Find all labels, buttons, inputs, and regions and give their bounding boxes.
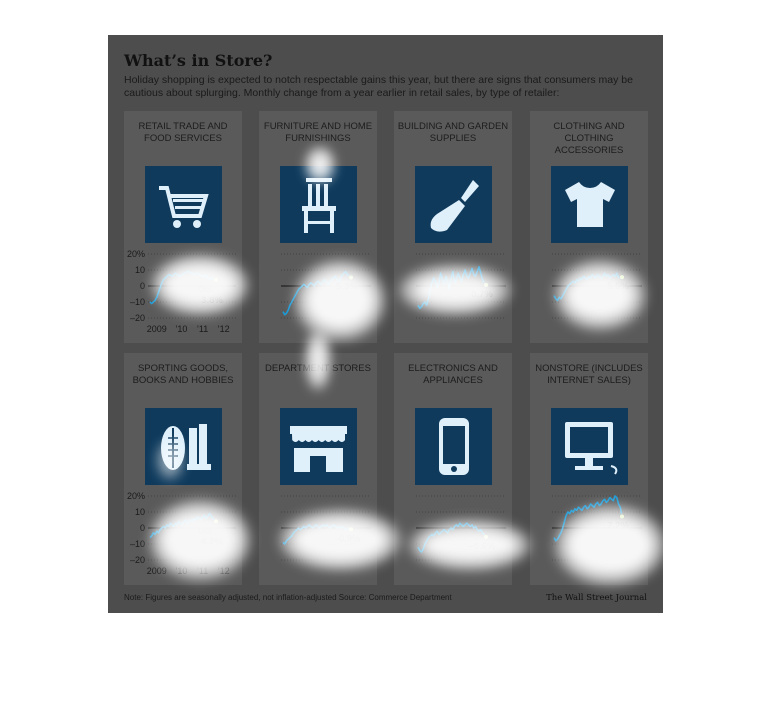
mini-line-chart: 0.7% bbox=[394, 246, 512, 336]
endpoint-marker bbox=[213, 277, 219, 283]
computer-monitor-icon bbox=[551, 408, 628, 485]
x-tick-label: ’10 bbox=[175, 566, 187, 576]
chart-panel: BUILDING AND GARDEN SUPPLIES 0.7% bbox=[394, 111, 512, 343]
y-tick-label: –20 bbox=[130, 313, 145, 323]
mini-line-chart: –0.9% bbox=[259, 488, 377, 578]
chart-panel: SPORTING GOODS, BOOKS AND HOBBIES 20% 10 0 –… bbox=[124, 353, 242, 585]
mini-line-chart: 5.5% bbox=[530, 246, 648, 336]
figure-subtitle: Holiday shopping is expected to notch re… bbox=[124, 74, 633, 99]
endpoint-value-label: 5.3% bbox=[336, 282, 358, 293]
x-tick-label: ’11 bbox=[197, 324, 208, 334]
chart-panel: NONSTORE (INCLUDES INTERNET SALES) 7.2% bbox=[530, 353, 648, 585]
chart-panel: RETAIL TRADE AND FOOD SERVICES 20% 10 0 –10 –… bbox=[124, 111, 242, 343]
x-tick-label: ’10 bbox=[175, 324, 187, 334]
endpoint-month-label: Oct. bbox=[198, 525, 214, 535]
mini-line-chart: 7.2% bbox=[530, 488, 648, 578]
figure-title: What’s in Store? bbox=[124, 51, 273, 70]
tshirt-icon bbox=[551, 166, 628, 243]
smartphone-icon bbox=[415, 408, 492, 485]
y-tick-label: –20 bbox=[130, 555, 145, 565]
credit: The Wall Street Journal bbox=[546, 593, 647, 603]
endpoint-marker bbox=[348, 526, 354, 533]
endpoint-marker bbox=[619, 513, 625, 520]
x-tick-label: 2009 bbox=[147, 324, 167, 334]
endpoint-value-label: –0.9% bbox=[334, 533, 361, 544]
endpoint-marker bbox=[483, 534, 489, 540]
endpoint-marker bbox=[619, 274, 625, 280]
panel-title: NONSTORE (INCLUDES INTERNET SALES) bbox=[535, 363, 643, 386]
panel-title: DEPARTMENT STORES bbox=[265, 363, 371, 374]
endpoint-value-label: 4.2% bbox=[201, 536, 223, 547]
endpoint-marker bbox=[348, 274, 354, 281]
y-tick-label: 0 bbox=[140, 281, 145, 291]
chart-panel: DEPARTMENT STORES –0.9% bbox=[259, 353, 377, 585]
panel-title: BUILDING AND GARDEN SUPPLIES bbox=[397, 121, 509, 144]
y-tick-label: 20% bbox=[127, 491, 145, 501]
panel-title: SPORTING GOODS, BOOKS AND HOBBIES bbox=[132, 363, 234, 386]
storefront-icon bbox=[280, 408, 357, 485]
mini-line-chart: –5.6% bbox=[394, 488, 512, 578]
y-tick-label: 10 bbox=[135, 507, 145, 517]
x-tick-label: ’12 bbox=[218, 566, 230, 576]
panel-title: CLOTHING AND CLOTHING ACCESSORIES bbox=[553, 121, 625, 156]
y-tick-label: 0 bbox=[140, 523, 145, 533]
y-tick-label: 10 bbox=[135, 265, 145, 275]
x-tick-label: 2009 bbox=[147, 566, 167, 576]
panel-title: ELECTRONICS AND APPLIANCES bbox=[408, 363, 498, 386]
endpoint-value-label: 3.8% bbox=[201, 295, 223, 306]
x-tick-label: ’11 bbox=[197, 566, 208, 576]
panel-title: FURNITURE AND HOME FURNISHINGS bbox=[263, 121, 373, 144]
footnote: Note: Figures are seasonally adjusted, n… bbox=[124, 593, 452, 602]
endpoint-value-label: 7.2% bbox=[607, 520, 629, 531]
y-tick-label: –10 bbox=[130, 297, 145, 307]
endpoint-value-label: 5.5% bbox=[607, 281, 629, 292]
series-line bbox=[553, 495, 623, 542]
endpoint-value-label: 0.7% bbox=[471, 289, 493, 300]
mini-line-chart: 5.3% bbox=[259, 246, 377, 336]
football-books-icon bbox=[145, 408, 222, 485]
x-tick-label: ’12 bbox=[218, 324, 230, 334]
chair-icon bbox=[280, 166, 357, 243]
y-tick-label: –10 bbox=[130, 539, 145, 549]
chart-panel: FURNITURE AND HOME FURNISHINGS 5.3% bbox=[259, 111, 377, 343]
endpoint-marker bbox=[213, 518, 219, 524]
trowel-icon bbox=[415, 166, 492, 243]
chart-panel: CLOTHING AND CLOTHING ACCESSORIES 5.5% bbox=[530, 111, 648, 343]
series-line bbox=[282, 270, 352, 316]
endpoint-value-label: –5.6% bbox=[469, 541, 496, 552]
infographic: What’s in Store? Holiday shopping is exp… bbox=[108, 35, 663, 613]
endpoint-marker bbox=[483, 282, 489, 288]
chart-panel: ELECTRONICS AND APPLIANCES –5.6% bbox=[394, 353, 512, 585]
y-tick-label: 20% bbox=[127, 249, 145, 259]
endpoint-month-label: Oct. bbox=[198, 284, 214, 294]
shopping-cart-icon bbox=[145, 166, 222, 243]
panel-title: RETAIL TRADE AND FOOD SERVICES bbox=[138, 121, 228, 144]
